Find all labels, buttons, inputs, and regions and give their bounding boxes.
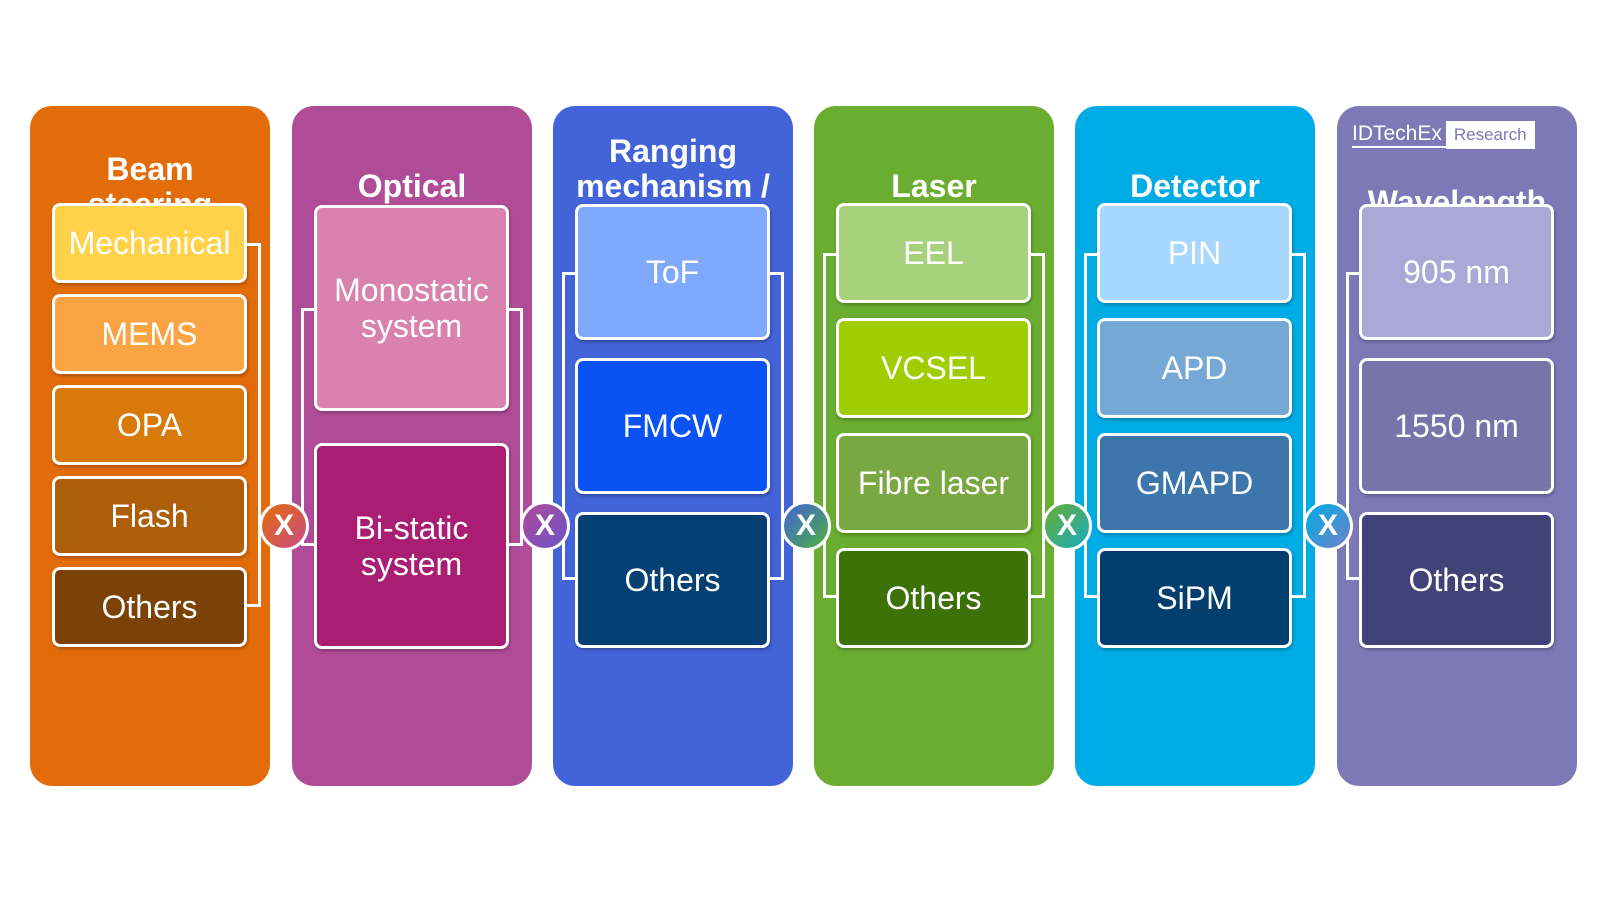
bracket-left	[1346, 272, 1360, 580]
option-ranging-tof: ToF	[575, 204, 770, 340]
option-optical-system-bi-static-system: Bi-static system	[314, 443, 509, 649]
bracket-right	[509, 308, 523, 546]
column-detector: Detector technologyPINAPDGMAPDSiPM	[1072, 106, 1318, 786]
bracket-left	[301, 308, 315, 546]
option-wavelength-1550-nm: 1550 nm	[1359, 358, 1554, 494]
column-ranging: Ranging mechanism / detection optionToFF…	[550, 106, 796, 786]
option-beam-steering-mems: MEMS	[52, 294, 247, 374]
option-detector-gmapd: GMAPD	[1097, 433, 1292, 533]
bracket-left	[562, 272, 576, 580]
option-laser-vcsel: VCSEL	[836, 318, 1031, 418]
option-beam-steering-flash: Flash	[52, 476, 247, 556]
logo-main-text: IDTechEx	[1352, 122, 1446, 148]
column-beam-steering: Beam steering optionMechanicalMEMSOPAFla…	[30, 106, 273, 786]
option-beam-steering-others: Others	[52, 567, 247, 647]
multiply-operator: X	[259, 501, 309, 551]
option-ranging-others: Others	[575, 512, 770, 648]
bracket-right	[1031, 253, 1045, 598]
option-laser-fibre-laser: Fibre laser	[836, 433, 1031, 533]
option-wavelength-905-nm: 905 nm	[1359, 204, 1554, 340]
option-laser-others: Others	[836, 548, 1031, 648]
multiply-operator: X	[781, 501, 831, 551]
bracket-right	[1292, 253, 1306, 598]
option-optical-system-monostatic-system: Monostatic system	[314, 205, 509, 411]
column-laser: Laser technologyEELVCSELFibre laserOther…	[811, 106, 1057, 786]
option-wavelength-others: Others	[1359, 512, 1554, 648]
option-beam-steering-opa: OPA	[52, 385, 247, 465]
column-optical-system: Optical systemMonostatic systemBi-static…	[289, 106, 535, 786]
multiply-operator: X	[1303, 501, 1353, 551]
bracket-left	[823, 253, 837, 598]
option-laser-eel: EEL	[836, 203, 1031, 303]
idtechex-logo: IDTechEx Research	[1352, 121, 1535, 149]
bracket-right	[770, 272, 784, 580]
option-beam-steering-mechanical: Mechanical	[52, 203, 247, 283]
option-detector-apd: APD	[1097, 318, 1292, 418]
multiply-operator: X	[520, 501, 570, 551]
logo-sub-text: Research	[1445, 121, 1535, 149]
option-ranging-fmcw: FMCW	[575, 358, 770, 494]
multiply-operator: X	[1042, 501, 1092, 551]
option-detector-sipm: SiPM	[1097, 548, 1292, 648]
bracket-left	[1084, 253, 1098, 598]
bracket-right	[247, 243, 261, 607]
option-detector-pin: PIN	[1097, 203, 1292, 303]
